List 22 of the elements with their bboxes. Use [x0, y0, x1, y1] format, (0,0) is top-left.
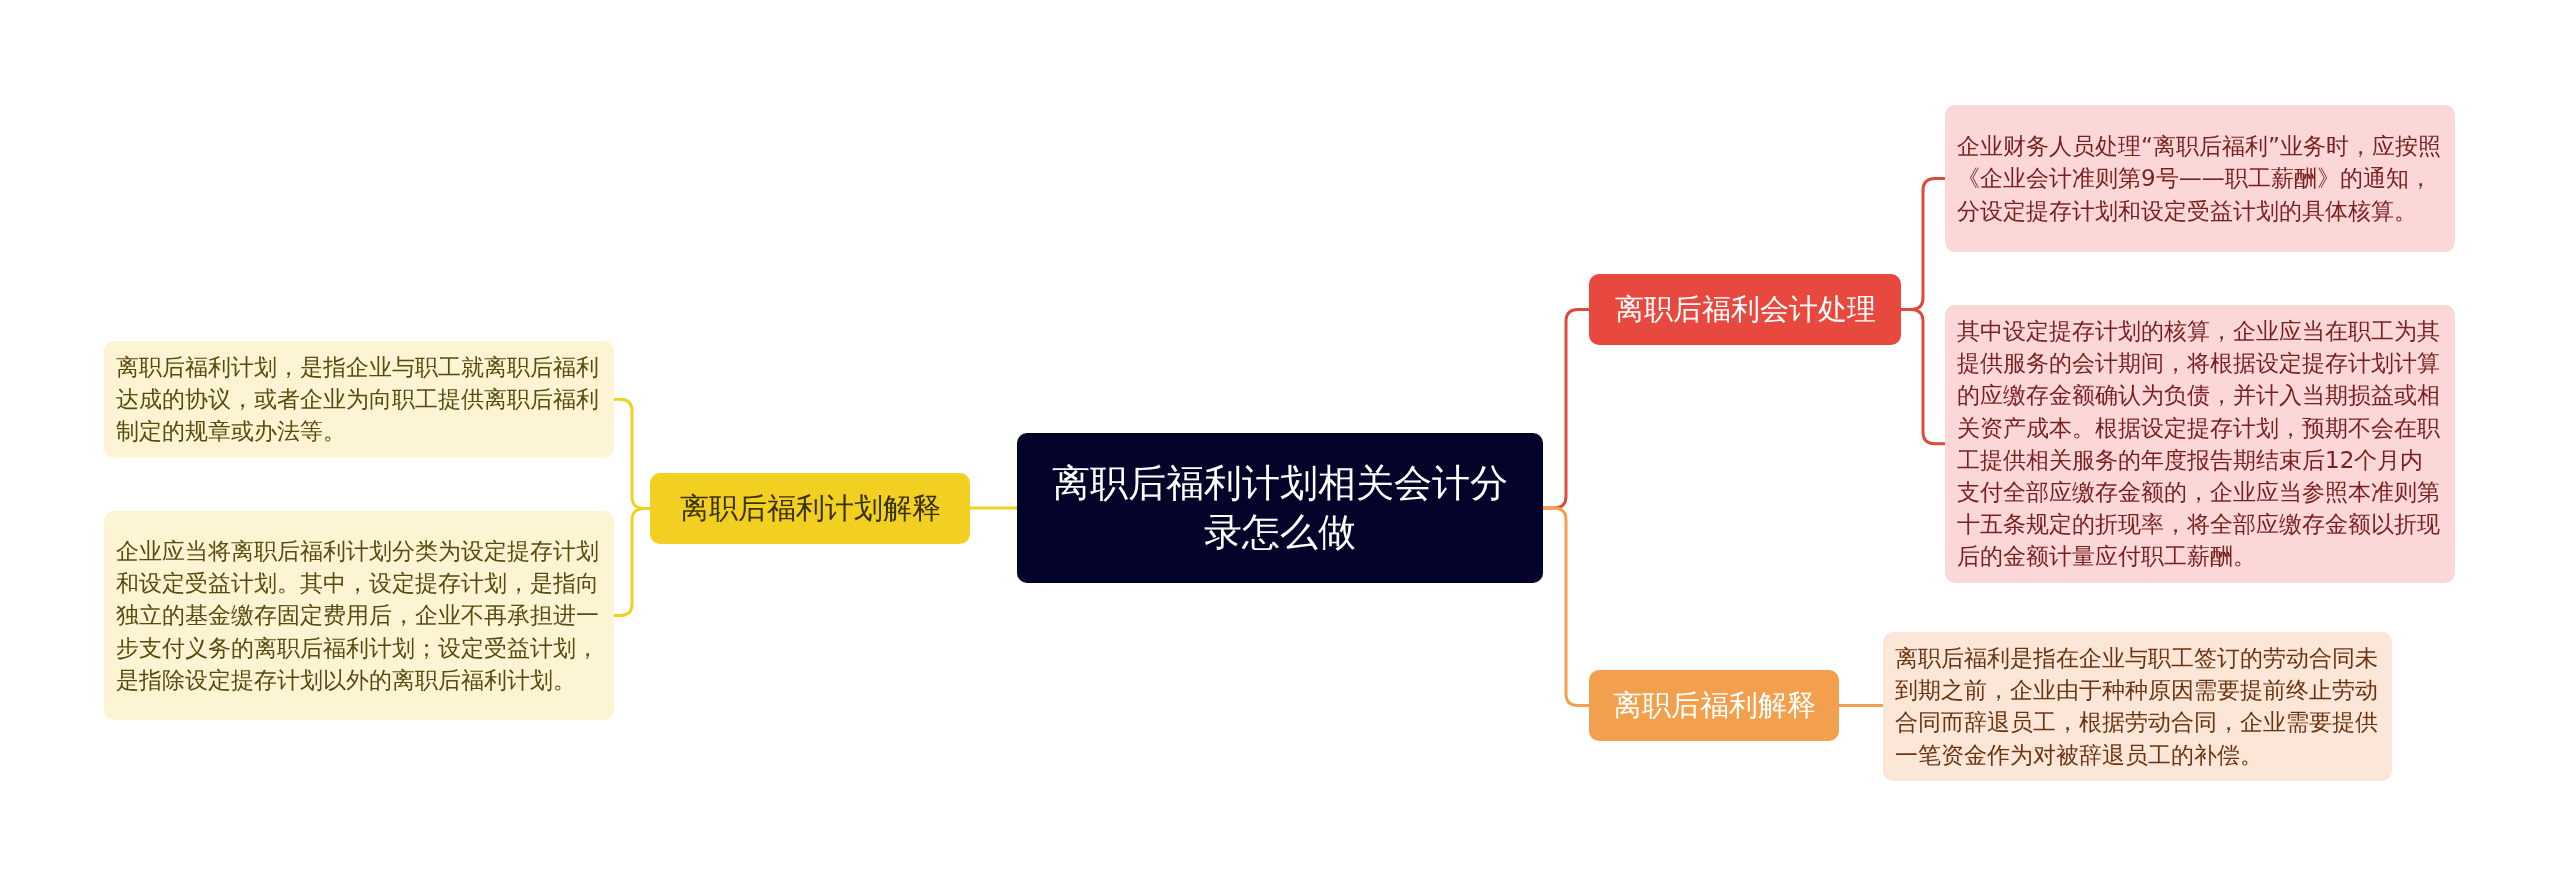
- topic-text: 企业应当将离职后福利计划分类为设定提存计划和设定受益计划。其中，设定提存计划，是指向独立的基金缴存固定费用后，企业不再承担进一步支付义务的离职后福利计划；设定受益计划，是指除设定提存计划以外的离职后福利计划。: [116, 537, 600, 695]
- topic-box: [1589, 274, 1901, 345]
- connector-line: [1901, 308, 1945, 446]
- topic-text: 离职后福利计划，是指企业与职工就离职后福利达成的协议，或者企业为向职工提供离职后福利制定的规章或办法等。: [116, 353, 600, 447]
- central-topic-box: [1017, 433, 1543, 583]
- note-box: [104, 341, 614, 458]
- topic-text: 离职后福利解释: [1612, 686, 1816, 724]
- note-box: [1945, 105, 2455, 252]
- topic-text: 企业财务人员处理“离职后福利”业务时，应按照《企业会计准则第9号——职工薪酬》的通知，分设定提存计划和设定受益计划的具体核算。: [1957, 132, 2442, 226]
- topic-text: 离职后福利是指在企业与职工签订的劳动合同未到期之前，企业由于种种原因需要提前终止劳动合同而辞退员工，根据劳动合同，企业需要提供一笔资金作为对被辞退员工的补偿。: [1895, 644, 2379, 770]
- connector-line: [1839, 704, 1883, 707]
- topic-text: 离职后福利计划解释: [679, 489, 941, 527]
- connector-line: [970, 506, 1017, 510]
- note-box: [1883, 632, 2392, 781]
- topic-text: 离职后福利会计处理: [1614, 290, 1876, 328]
- connector-line: [1543, 506, 1589, 707]
- topic-text: 离职后福利计划相关会计分录怎么做: [1051, 459, 1509, 556]
- topic-box: [650, 473, 970, 544]
- connector-line: [614, 507, 650, 617]
- note-box: [104, 511, 614, 720]
- topic-text: 其中设定提存计划的核算，企业应当在职工为其提供服务的会计期间，将根据设定提存计划计算的应缴存金额确认为负债，并计入当期损益或相关资产成本。根据设定提存计划，预期不会在职工提供相关服务的年度报告期结束后12个月内支付全部应缴存金额的，企业应当参照本准则第十五条规定的折现率，将全部应缴存金额以折现后的金额计量应付职工薪酬。: [1957, 317, 2441, 572]
- topic-box: [1589, 670, 1839, 741]
